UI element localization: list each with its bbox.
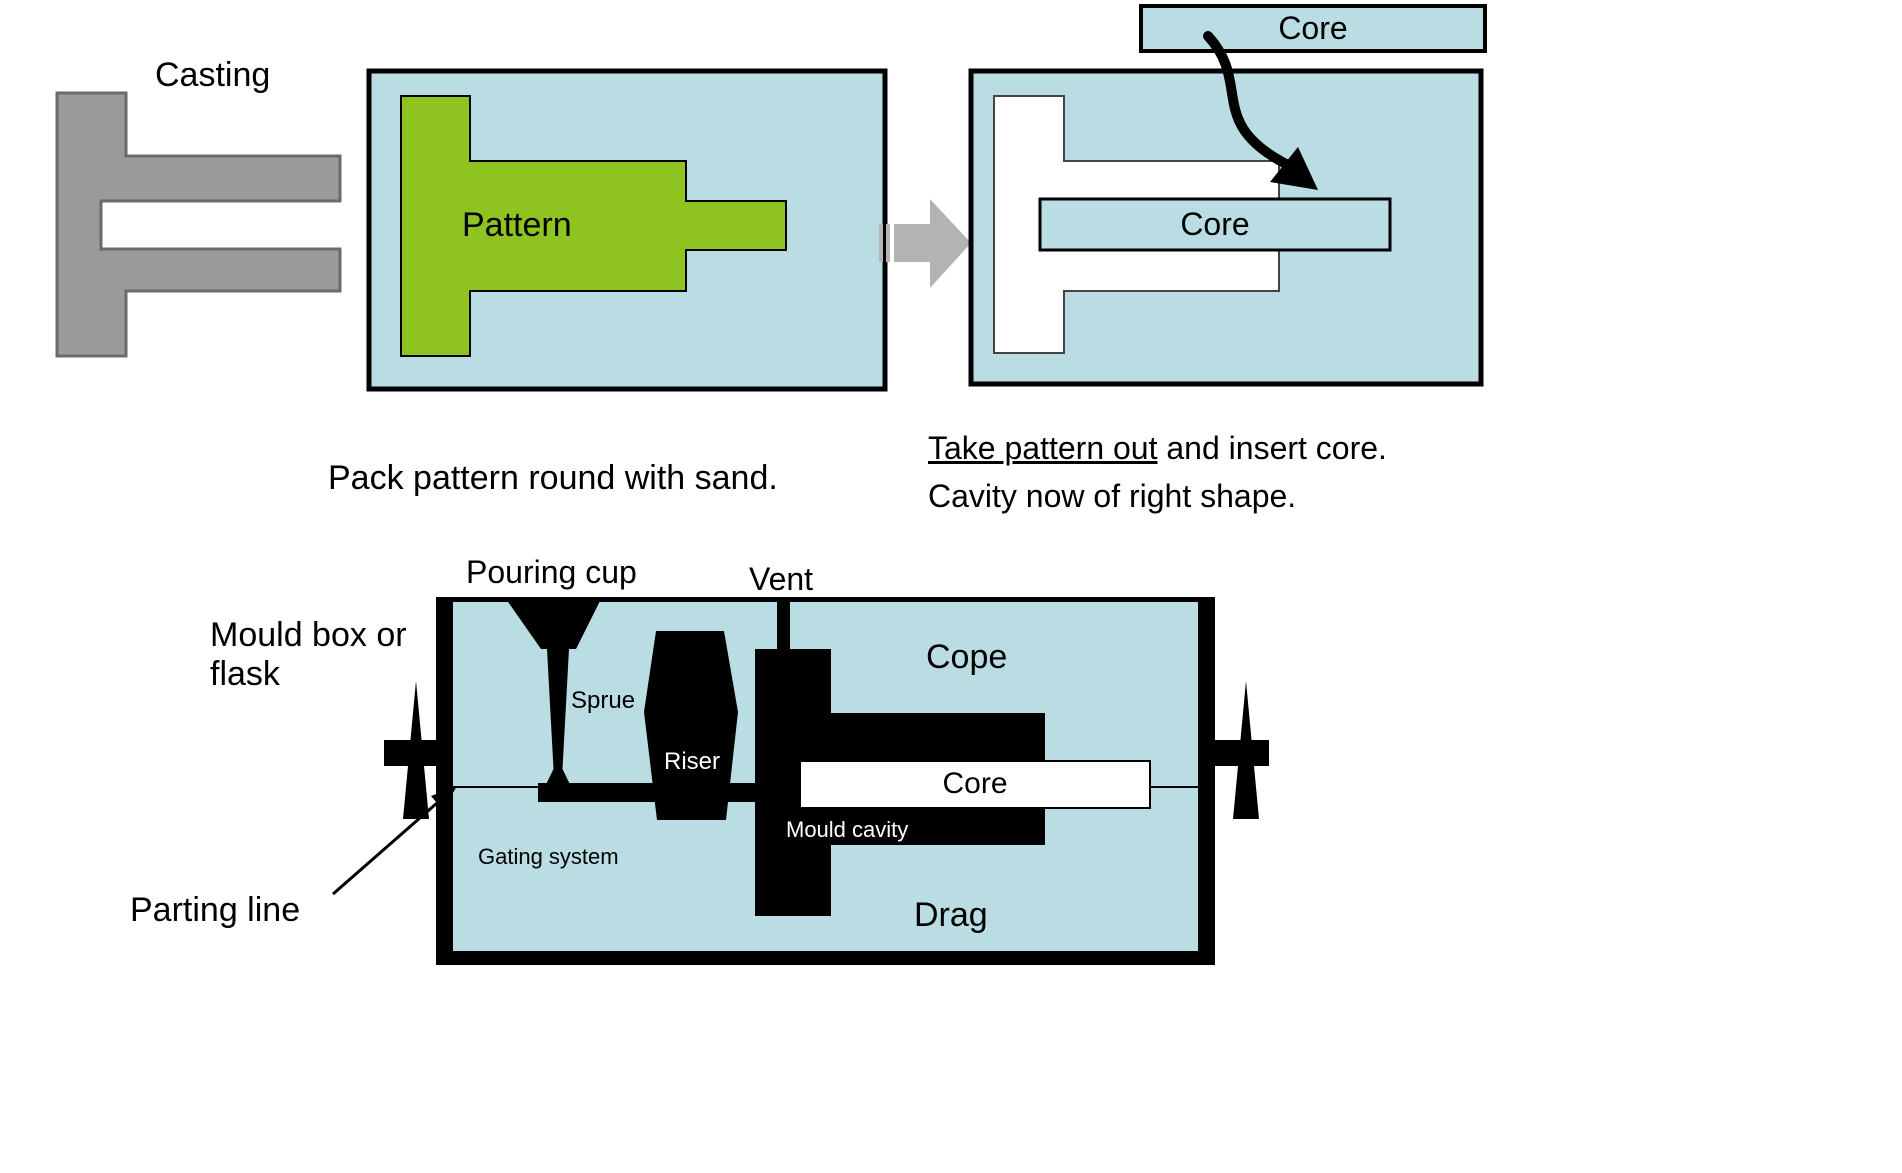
pouring-cup-shape: [506, 599, 601, 649]
mould-box-bottom-wall: [436, 951, 1215, 965]
right-pin-bar: [1214, 740, 1269, 766]
mould-box-right-wall: [1198, 597, 1215, 965]
core-insert-arrowhead: [1270, 147, 1318, 190]
process-arrow-icon: [894, 199, 971, 288]
casting-label: Casting: [155, 56, 271, 94]
vent-shape: [777, 599, 790, 663]
pattern-label: Pattern: [462, 206, 572, 244]
arrow-tail-line: [879, 224, 883, 262]
core-insert-label: Core: [1180, 206, 1250, 243]
sprue-shape: [547, 649, 569, 778]
caption-pack-sand: Pack pattern round with sand.: [328, 459, 778, 497]
mould-box-flask-label: Mould box or flask: [210, 616, 407, 694]
left-pin-bar: [384, 740, 438, 766]
cope-label: Cope: [926, 638, 1008, 676]
pouring-cup-label: Pouring cup: [466, 554, 637, 590]
vent-label: Vent: [749, 561, 814, 597]
core-box-label: Core: [1278, 10, 1348, 47]
caption-cavity-line2: Cavity now of right shape.: [928, 478, 1297, 514]
core-insert-arrow: [1203, 31, 1291, 169]
caption-take-rest: and insert core.: [1157, 430, 1387, 466]
bottom-core-label: Core: [942, 767, 1008, 801]
riser-label: Riser: [664, 748, 721, 775]
mould-box-top-edge: [436, 597, 1215, 602]
caption-take-line1: Take pattern out and insert core.: [928, 424, 1387, 472]
sprue-label: Sprue: [571, 687, 636, 714]
mould-cavity-label: Mould cavity: [786, 817, 909, 842]
pattern-shape: [400, 95, 787, 357]
mould-box-flask-line1: Mould box or: [210, 616, 407, 654]
caption-take-pattern-out: Take pattern out and insert core. Cavity…: [928, 424, 1387, 520]
core-box-shape: [1139, 4, 1487, 53]
mould-box-left-wall: [436, 597, 453, 965]
caption-take-underlined: Take pattern out: [928, 430, 1158, 466]
parting-line-pointer-head: [431, 786, 457, 810]
mould-box-flask-line2: flask: [210, 655, 280, 694]
arrow-tail-line: [886, 224, 890, 262]
riser-shape: [644, 631, 738, 820]
parting-line-label: Parting line: [130, 891, 301, 929]
core-insert-shape: [1038, 197, 1392, 252]
casting-shape: [55, 91, 342, 358]
drag-label: Drag: [914, 896, 988, 934]
parting-line-pointer: [332, 801, 438, 896]
gating-system-label: Gating system: [478, 844, 619, 869]
bottom-core-shape: [799, 760, 1151, 809]
